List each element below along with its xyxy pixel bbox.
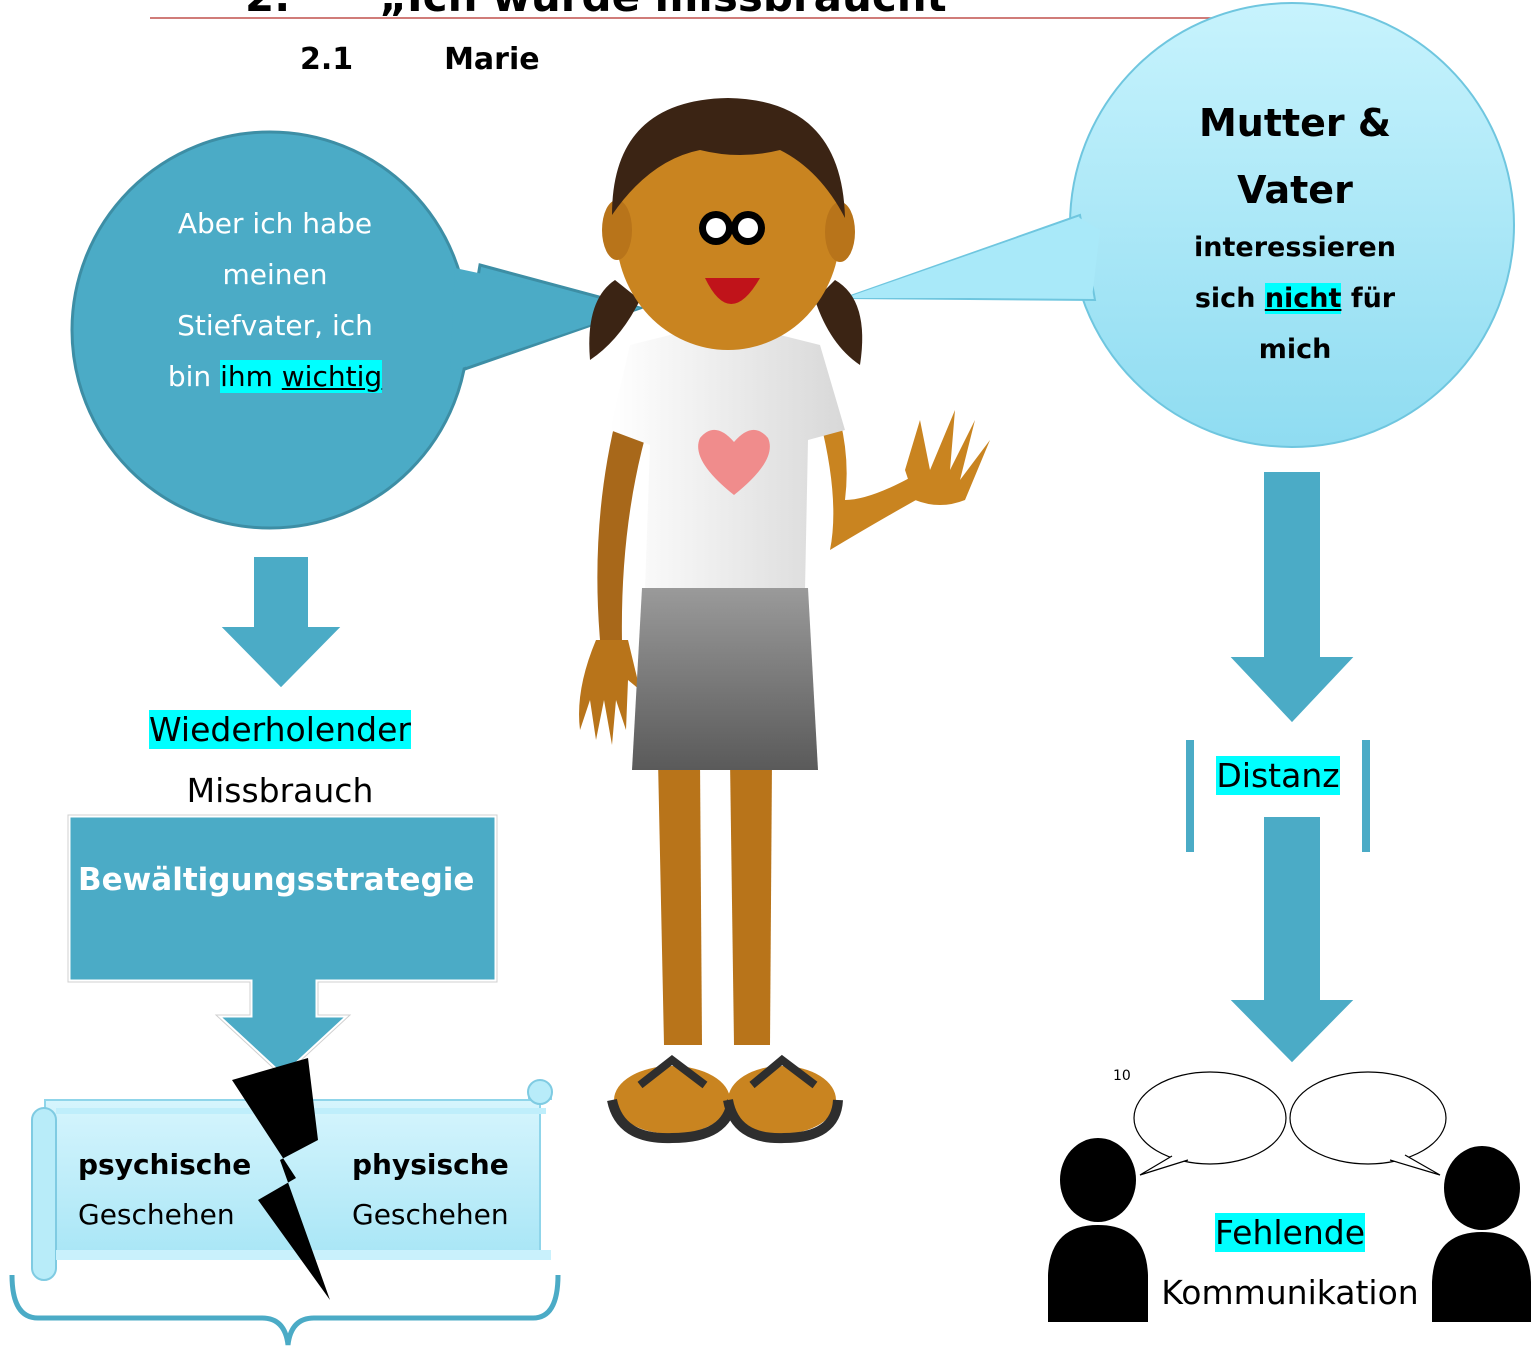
highlight-ihm: ihm <box>220 360 273 393</box>
right-down-arrow-1 <box>1221 468 1363 728</box>
girl-figure <box>579 98 990 1144</box>
distance-bar-right <box>1362 740 1370 852</box>
left-down-arrow-1 <box>212 553 350 693</box>
chapter-heading: 2. „Ich wurde missbraucht“ <box>245 0 974 21</box>
right-bubble-title-2: Vater <box>1237 168 1353 212</box>
highlight-fehlende: Fehlende <box>1214 1213 1366 1252</box>
highlight-nicht: nicht <box>1264 283 1342 314</box>
distance-bar-left <box>1186 740 1194 852</box>
section-heading: 2.1 Marie <box>300 42 540 77</box>
communication-icon <box>1048 1071 1531 1322</box>
physical-events: physische Geschehen <box>352 1140 509 1240</box>
highlight-wiederholender: Wiederholender <box>149 710 411 749</box>
strategy-label: Bewältigungsstrategie <box>78 862 475 898</box>
section-title: Marie <box>444 42 540 77</box>
repeated-abuse-label: Wiederholender Missbrauch <box>110 702 450 824</box>
right-bubble-text: Mutter & Vater interessieren sich nicht … <box>1150 88 1440 375</box>
footnote-mark: 10 <box>1113 1068 1131 1084</box>
physical-events-label: Geschehen <box>352 1198 509 1231</box>
right-speech-bubble <box>844 2 1515 448</box>
left-bubble-line-1: Aber ich habe <box>177 207 373 240</box>
left-bubble-line-2: meinen <box>222 258 328 291</box>
right-bubble-title-1: Mutter & <box>1198 101 1392 145</box>
psychological-events-label: Geschehen <box>78 1198 235 1231</box>
left-bubble-text: Aber ich habe meinen Stiefvater, ich bin… <box>135 198 415 402</box>
communication-label: Kommunikation <box>1161 1273 1419 1312</box>
left-bubble-line-3: Stiefvater, ich <box>177 309 373 342</box>
psychological-events: psychische Geschehen <box>78 1140 251 1240</box>
chapter-title: „Ich wurde missbraucht“ <box>379 0 974 21</box>
psychological-label: psychische <box>78 1148 252 1181</box>
right-down-arrow-2 <box>1221 813 1363 1068</box>
distance-label-wrap: Distanz <box>1194 756 1362 795</box>
right-bubble-line-2: sich nicht für <box>1194 283 1396 314</box>
physical-label: physische <box>352 1148 509 1181</box>
distance-label: Distanz <box>1216 756 1340 795</box>
missing-communication: Fehlende Kommunikation <box>1140 1203 1440 1323</box>
highlight-wichtig: wichtig <box>281 360 383 393</box>
right-bubble-line-1: interessieren <box>1194 232 1396 263</box>
chapter-number: 2. <box>245 0 290 21</box>
section-number: 2.1 <box>300 42 354 77</box>
left-bubble-line-4: bin ihm wichtig <box>167 360 383 393</box>
bottom-brace <box>9 1274 561 1346</box>
abuse-label: Missbrauch <box>186 771 374 810</box>
left-speech-bubble <box>70 130 646 530</box>
strategy-arrow-box <box>65 812 500 1081</box>
lightning-bolt-icon <box>232 1058 330 1300</box>
right-bubble-line-3: mich <box>1258 334 1332 365</box>
